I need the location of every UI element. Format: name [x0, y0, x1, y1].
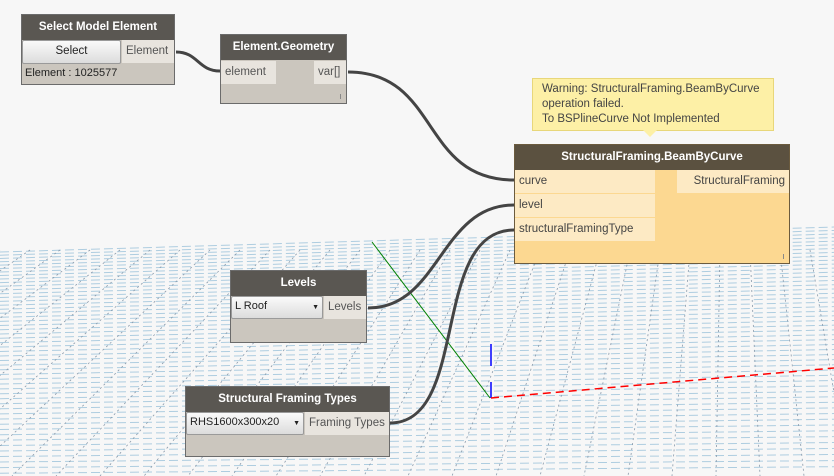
grid-line: [0, 447, 834, 457]
grid-line: [0, 334, 834, 352]
input-port-curve[interactable]: curve: [515, 170, 655, 193]
warning-line: Warning: StructuralFraming.BeamByCurve: [542, 83, 760, 95]
grid-line: [779, 249, 805, 476]
grid-line: [0, 436, 834, 446]
output-port-structural-framing[interactable]: StructuralFraming: [677, 170, 789, 193]
grid-line: [583, 249, 631, 476]
grid-line: [0, 466, 834, 474]
node-title: StructuralFraming.BeamByCurve: [515, 145, 789, 170]
grid-line: [143, 249, 331, 476]
node-element-geometry[interactable]: Element.Geometry element var[]: [220, 34, 347, 104]
grid-line: [0, 413, 834, 425]
levels-dropdown[interactable]: L Roof ▼: [231, 296, 323, 319]
node-structural-framing-types[interactable]: Structural Framing Types RHS1600x300x20 …: [185, 386, 390, 457]
select-button[interactable]: Select: [22, 40, 121, 64]
grid-line: [11, 249, 241, 476]
grid-line: [0, 249, 211, 447]
chevron-down-icon: ▼: [293, 420, 300, 427]
input-port-element[interactable]: element: [221, 61, 276, 84]
chevron-down-icon: ▼: [312, 304, 319, 311]
warning-tooltip: Warning: StructuralFraming.BeamByCurve o…: [532, 78, 774, 137]
grid-line: [0, 442, 834, 452]
grid-line: [0, 249, 91, 319]
framing-types-dropdown[interactable]: RHS1600x300x20 ▼: [186, 412, 304, 435]
grid-line: [0, 418, 834, 430]
output-port-var[interactable]: var[]: [314, 61, 346, 84]
resize-handle[interactable]: [340, 94, 341, 99]
y-axis: [371, 241, 491, 399]
output-port-element[interactable]: Element: [122, 40, 174, 63]
node-title: Select Model Element: [22, 15, 174, 40]
grid-line: [0, 430, 834, 441]
node-title: Levels: [231, 271, 366, 296]
x-axis: [490, 367, 834, 399]
grid-line: [451, 249, 541, 476]
output-port-framing-types[interactable]: Framing Types: [305, 412, 389, 435]
warning-line: operation failed.: [542, 98, 624, 110]
node-title: Element.Geometry: [221, 35, 346, 60]
grid-line: [0, 454, 834, 463]
grid-line: [0, 385, 834, 400]
grid-line: [0, 424, 834, 436]
input-port-structural-framing-type[interactable]: structuralFramingType: [515, 218, 655, 241]
grid-line: [0, 292, 834, 314]
dropdown-value: L Roof: [235, 300, 268, 312]
grid-line: [539, 249, 601, 476]
node-levels[interactable]: Levels L Roof ▼ Levels: [230, 270, 367, 343]
grid-line: [0, 329, 834, 348]
grid-line: [0, 401, 834, 415]
warning-line: To BSPlineCurve Not Implemented: [542, 113, 720, 125]
grid-line: [749, 249, 761, 476]
grid-line: [0, 324, 834, 344]
grid-line: [0, 339, 834, 357]
grid-line: [627, 249, 661, 476]
grid-line: [0, 249, 61, 294]
input-port-level[interactable]: level: [515, 194, 655, 217]
output-port-levels[interactable]: Levels: [324, 296, 366, 319]
grid-line: [0, 249, 181, 410]
grid-line: [0, 249, 151, 377]
node-title: Structural Framing Types: [186, 387, 389, 412]
resize-handle[interactable]: [783, 254, 784, 259]
grid-line: [0, 288, 834, 310]
grid-line: [0, 407, 834, 420]
grid-line: [809, 249, 834, 396]
selected-element-value: Element : 1025577: [25, 67, 118, 79]
grid-line: [0, 344, 834, 361]
node-beam-by-curve[interactable]: StructuralFraming.BeamByCurve curve leve…: [514, 144, 790, 264]
grid-line: [0, 390, 834, 405]
grid-line: [0, 460, 834, 469]
grid-line: [407, 249, 511, 476]
grid-line: [319, 249, 451, 476]
grid-line: [0, 249, 121, 347]
node-select-model-element[interactable]: Select Model Element Select Element Elem…: [21, 14, 175, 85]
dropdown-value: RHS1600x300x20: [190, 416, 280, 428]
